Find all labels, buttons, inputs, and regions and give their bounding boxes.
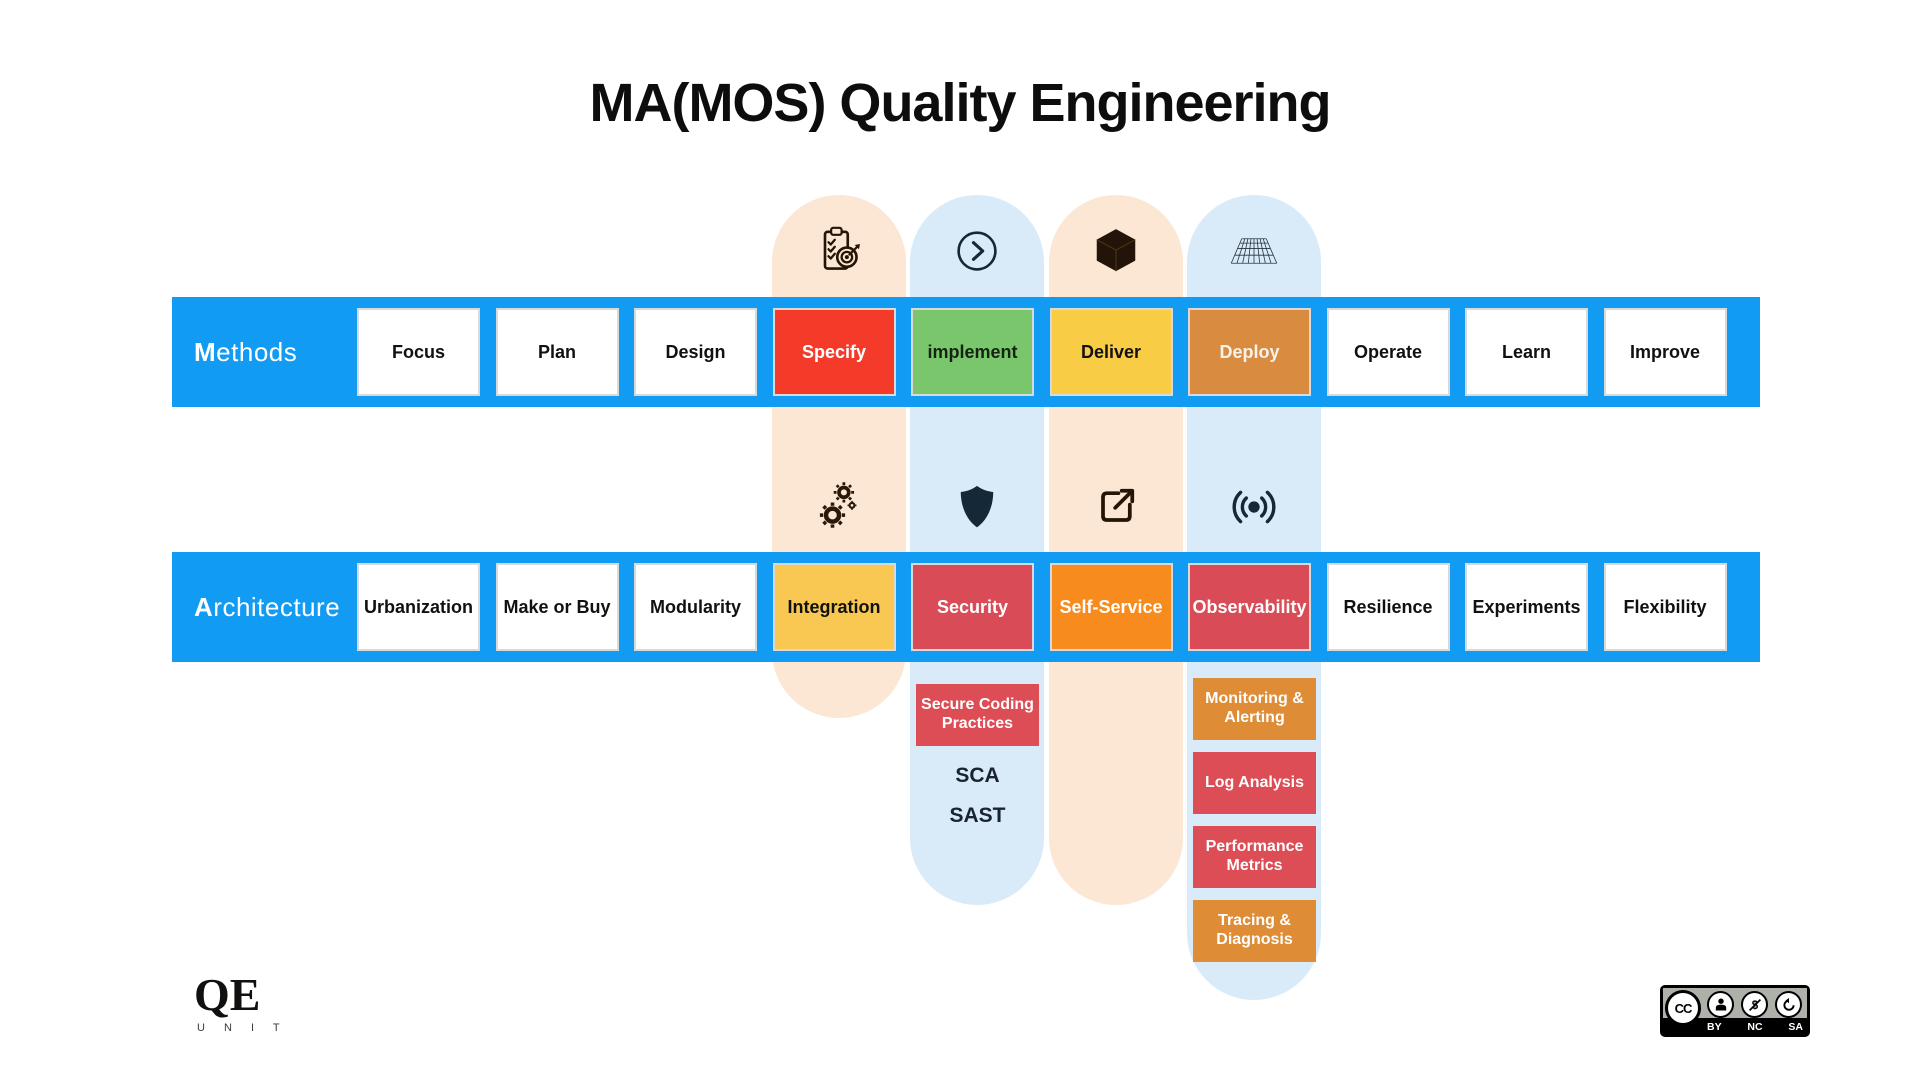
cc-by-label: BY [1707, 1021, 1722, 1033]
architecture-label-initial: A [194, 591, 214, 622]
architecture-cells: Urbanization Make or Buy Modularity Inte… [357, 563, 1727, 651]
architecture-observability: Observability [1188, 563, 1311, 651]
gears-icon [813, 481, 865, 533]
methods-cells: Focus Plan Design Specify implement Deli… [357, 308, 1727, 396]
architecture-label: Architecture [172, 592, 357, 623]
page-title: MA(MOS) Quality Engineering [589, 73, 1331, 133]
svg-text:$: $ [1751, 1000, 1758, 1012]
grid-plane-icon [1226, 223, 1282, 279]
method-design: Design [634, 308, 757, 396]
architecture-security: Security [911, 563, 1034, 651]
cc-by-icon [1707, 991, 1734, 1018]
method-operate: Operate [1326, 308, 1450, 396]
architecture-self-service: Self-Service [1049, 563, 1173, 651]
clipboard-target-icon [811, 223, 867, 279]
architecture-label-rest: rchitecture [213, 591, 341, 622]
cc-license-badge: CC $ BY NC SA [1660, 985, 1810, 1037]
observability-subbox-monitoring-alerting: Monitoring & Alerting [1193, 678, 1316, 740]
security-subbox-secure-coding-practices: Secure Coding Practices [916, 684, 1039, 746]
external-link-icon [1090, 481, 1142, 533]
method-improve: Improve [1603, 308, 1727, 396]
methods-bar: Methods Focus Plan Design Specify implem… [172, 297, 1760, 407]
cc-logo-circle: CC [1665, 990, 1701, 1026]
architecture-flexibility: Flexibility [1603, 563, 1727, 651]
cube-icon [1088, 223, 1144, 279]
observability-subbox-log-analysis: Log Analysis [1193, 752, 1316, 814]
cc-sa-label: SA [1788, 1021, 1803, 1033]
methods-label-initial: M [194, 336, 217, 367]
chevron-circle-icon [949, 223, 1005, 279]
architecture-make-or-buy: Make or Buy [495, 563, 619, 651]
methods-label-rest: ethods [216, 336, 298, 367]
architecture-integration: Integration [772, 563, 896, 651]
method-focus: Focus [357, 308, 480, 396]
cc-labels: BY NC SA [1707, 1021, 1803, 1033]
method-deploy: Deploy [1188, 308, 1311, 396]
method-learn: Learn [1465, 308, 1588, 396]
qe-unit-logo-main: QE [194, 969, 261, 1020]
architecture-bar: Architecture Urbanization Make or Buy Mo… [172, 552, 1760, 662]
method-specify: Specify [772, 308, 896, 396]
cc-nc-label: NC [1747, 1021, 1763, 1033]
broadcast-icon [1228, 481, 1280, 533]
cc-nc-icon: $ [1741, 991, 1768, 1018]
cc-sa-icon [1775, 991, 1802, 1018]
architecture-modularity: Modularity [634, 563, 757, 651]
qe-unit-logo: QE U N I T [194, 969, 288, 1035]
method-plan: Plan [495, 308, 619, 396]
observability-subbox-tracing-diagnosis: Tracing & Diagnosis [1193, 900, 1316, 962]
method-deliver: Deliver [1049, 308, 1173, 396]
architecture-urbanization: Urbanization [357, 563, 480, 651]
security-item-sca: SCA [955, 764, 1000, 787]
method-implement: implement [911, 308, 1034, 396]
shield-icon [951, 481, 1003, 533]
methods-label: Methods [172, 337, 357, 368]
qe-unit-logo-sub: U N I T [197, 1022, 288, 1034]
security-item-sast: SAST [949, 804, 1006, 827]
observability-subbox-performance-metrics: Performance Metrics [1193, 826, 1316, 888]
architecture-experiments: Experiments [1465, 563, 1588, 651]
architecture-resilience: Resilience [1326, 563, 1450, 651]
